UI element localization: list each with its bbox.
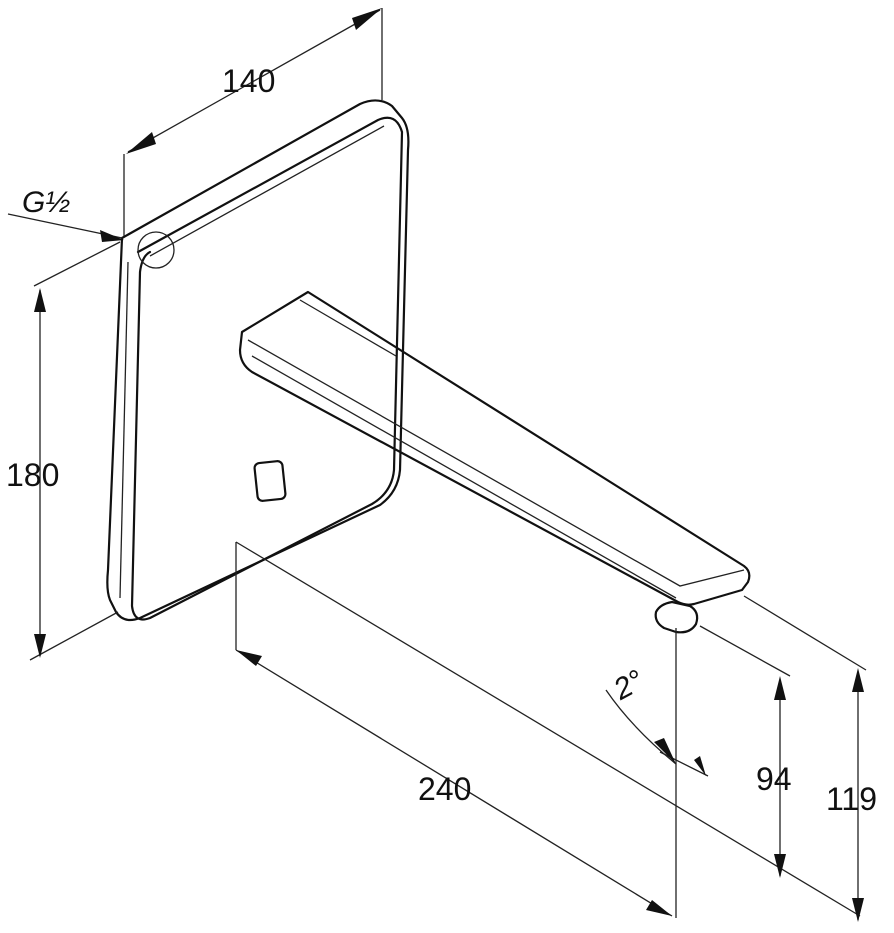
wall-plate (106, 99, 410, 622)
thread-connection-icon (137, 231, 175, 269)
dim-outlet-height-label: 94 (756, 761, 792, 797)
thread-size-label: G½ (22, 186, 70, 219)
spout (238, 290, 751, 634)
dimension-lines (34, 8, 864, 922)
sensor-window-icon (253, 460, 287, 502)
outlet-nozzle (654, 600, 699, 634)
dim-top-height-label: 119 (826, 781, 877, 817)
dim-spout-length-label: 240 (418, 771, 471, 807)
dim-height-label: 180 (6, 457, 59, 493)
dim-width-label: 140 (222, 63, 275, 99)
